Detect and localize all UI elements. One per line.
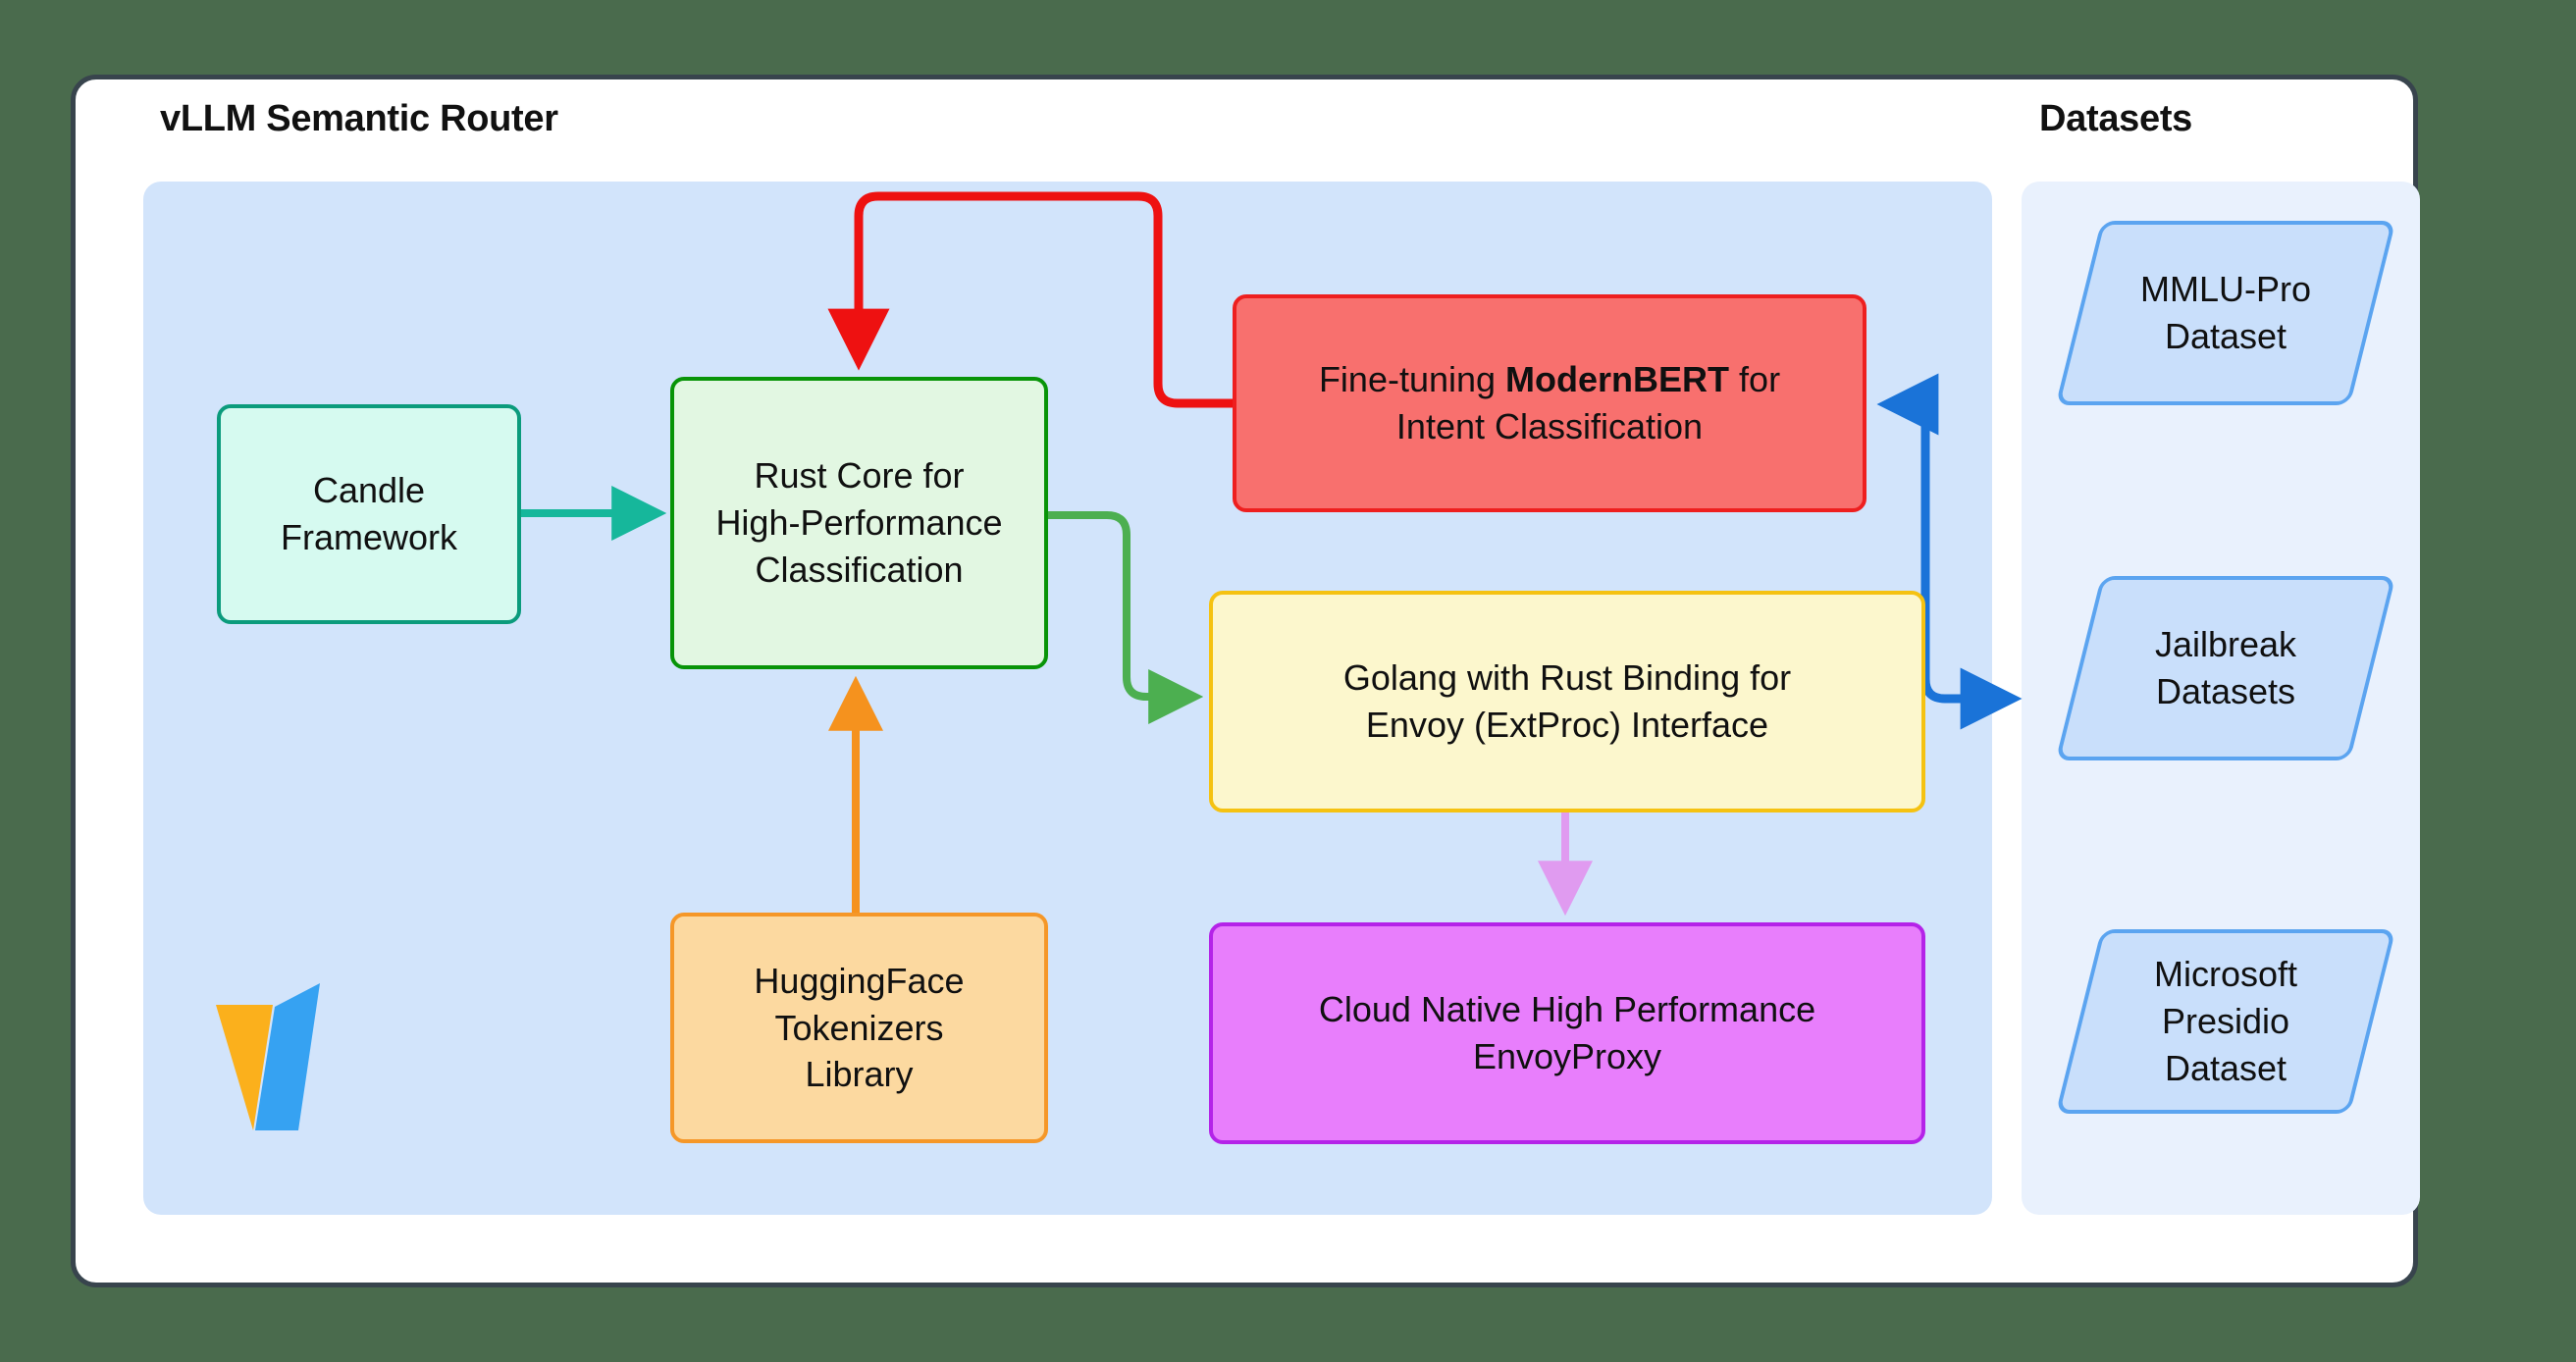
node-envoy-line-2: EnvoyProxy [1472, 1036, 1662, 1076]
node-modernbert-line-1: Fine-tuning ModernBERT for [1250, 356, 1849, 403]
subgraph-title-datasets: Datasets [2039, 98, 2193, 139]
vllm-logo-blue-wedge [255, 983, 320, 1130]
node-huggingface-line-2: Tokenizers [774, 1007, 944, 1048]
node-candle-line-1: Candle [312, 470, 426, 511]
node-candle-line-2: Framework [280, 517, 458, 557]
node-microsoft-presidio-dataset[interactable]: Microsoft Presidio Dataset [2055, 929, 2396, 1114]
node-modernbert-line-1-prefix: Fine-tuning [1318, 359, 1506, 400]
node-envoy-proxy[interactable]: Cloud Native High Performance EnvoyProxy [1209, 922, 1925, 1144]
node-modernbert-line-2: Intent Classification [1395, 406, 1704, 446]
vllm-logo-orange-triangle [216, 1005, 273, 1130]
node-mmlu-pro-line-1: MMLU-Pro [2139, 269, 2311, 310]
node-candle-framework[interactable]: Candle Framework [217, 404, 521, 624]
node-modernbert-line-1-suffix: for [1729, 359, 1781, 400]
subgraph-title-router: vLLM Semantic Router [160, 98, 558, 139]
node-huggingface-tokenizers[interactable]: HuggingFace Tokenizers Library [670, 913, 1048, 1143]
node-huggingface-line-1: HuggingFace [754, 960, 965, 1001]
node-huggingface-line-3: Library [805, 1054, 914, 1095]
node-envoy-line-1: Cloud Native High Performance [1318, 989, 1816, 1030]
node-rust-core-line-1: Rust Core for [754, 455, 965, 497]
vllm-logo [216, 983, 320, 1130]
node-golang-line-2: Envoy (ExtProc) Interface [1365, 705, 1769, 745]
node-golang-line-1: Golang with Rust Binding for [1342, 657, 1792, 699]
node-mmlu-pro-line-2: Dataset [2164, 316, 2287, 356]
node-presidio-line-2: Presidio [2161, 1001, 2290, 1042]
node-presidio-line-3: Dataset [2164, 1047, 2287, 1088]
node-modernbert-finetuning[interactable]: Fine-tuning ModernBERT for Intent Classi… [1233, 294, 1866, 512]
node-modernbert-model-name: ModernBERT [1505, 359, 1730, 400]
node-jailbreak-line-2: Datasets [2155, 671, 2296, 711]
node-mmlu-pro-dataset[interactable]: MMLU-Pro Dataset [2055, 221, 2396, 405]
node-rust-core-line-2: High-Performance [715, 502, 1003, 544]
node-jailbreak-datasets[interactable]: Jailbreak Datasets [2055, 576, 2396, 760]
node-rust-core[interactable]: Rust Core for High-Performance Classific… [670, 377, 1048, 669]
node-jailbreak-line-1: Jailbreak [2154, 624, 2297, 665]
node-golang-envoy-extproc[interactable]: Golang with Rust Binding for Envoy (ExtP… [1209, 591, 1925, 812]
node-presidio-line-1: Microsoft [2153, 954, 2298, 995]
node-rust-core-line-3: Classification [755, 549, 964, 590]
